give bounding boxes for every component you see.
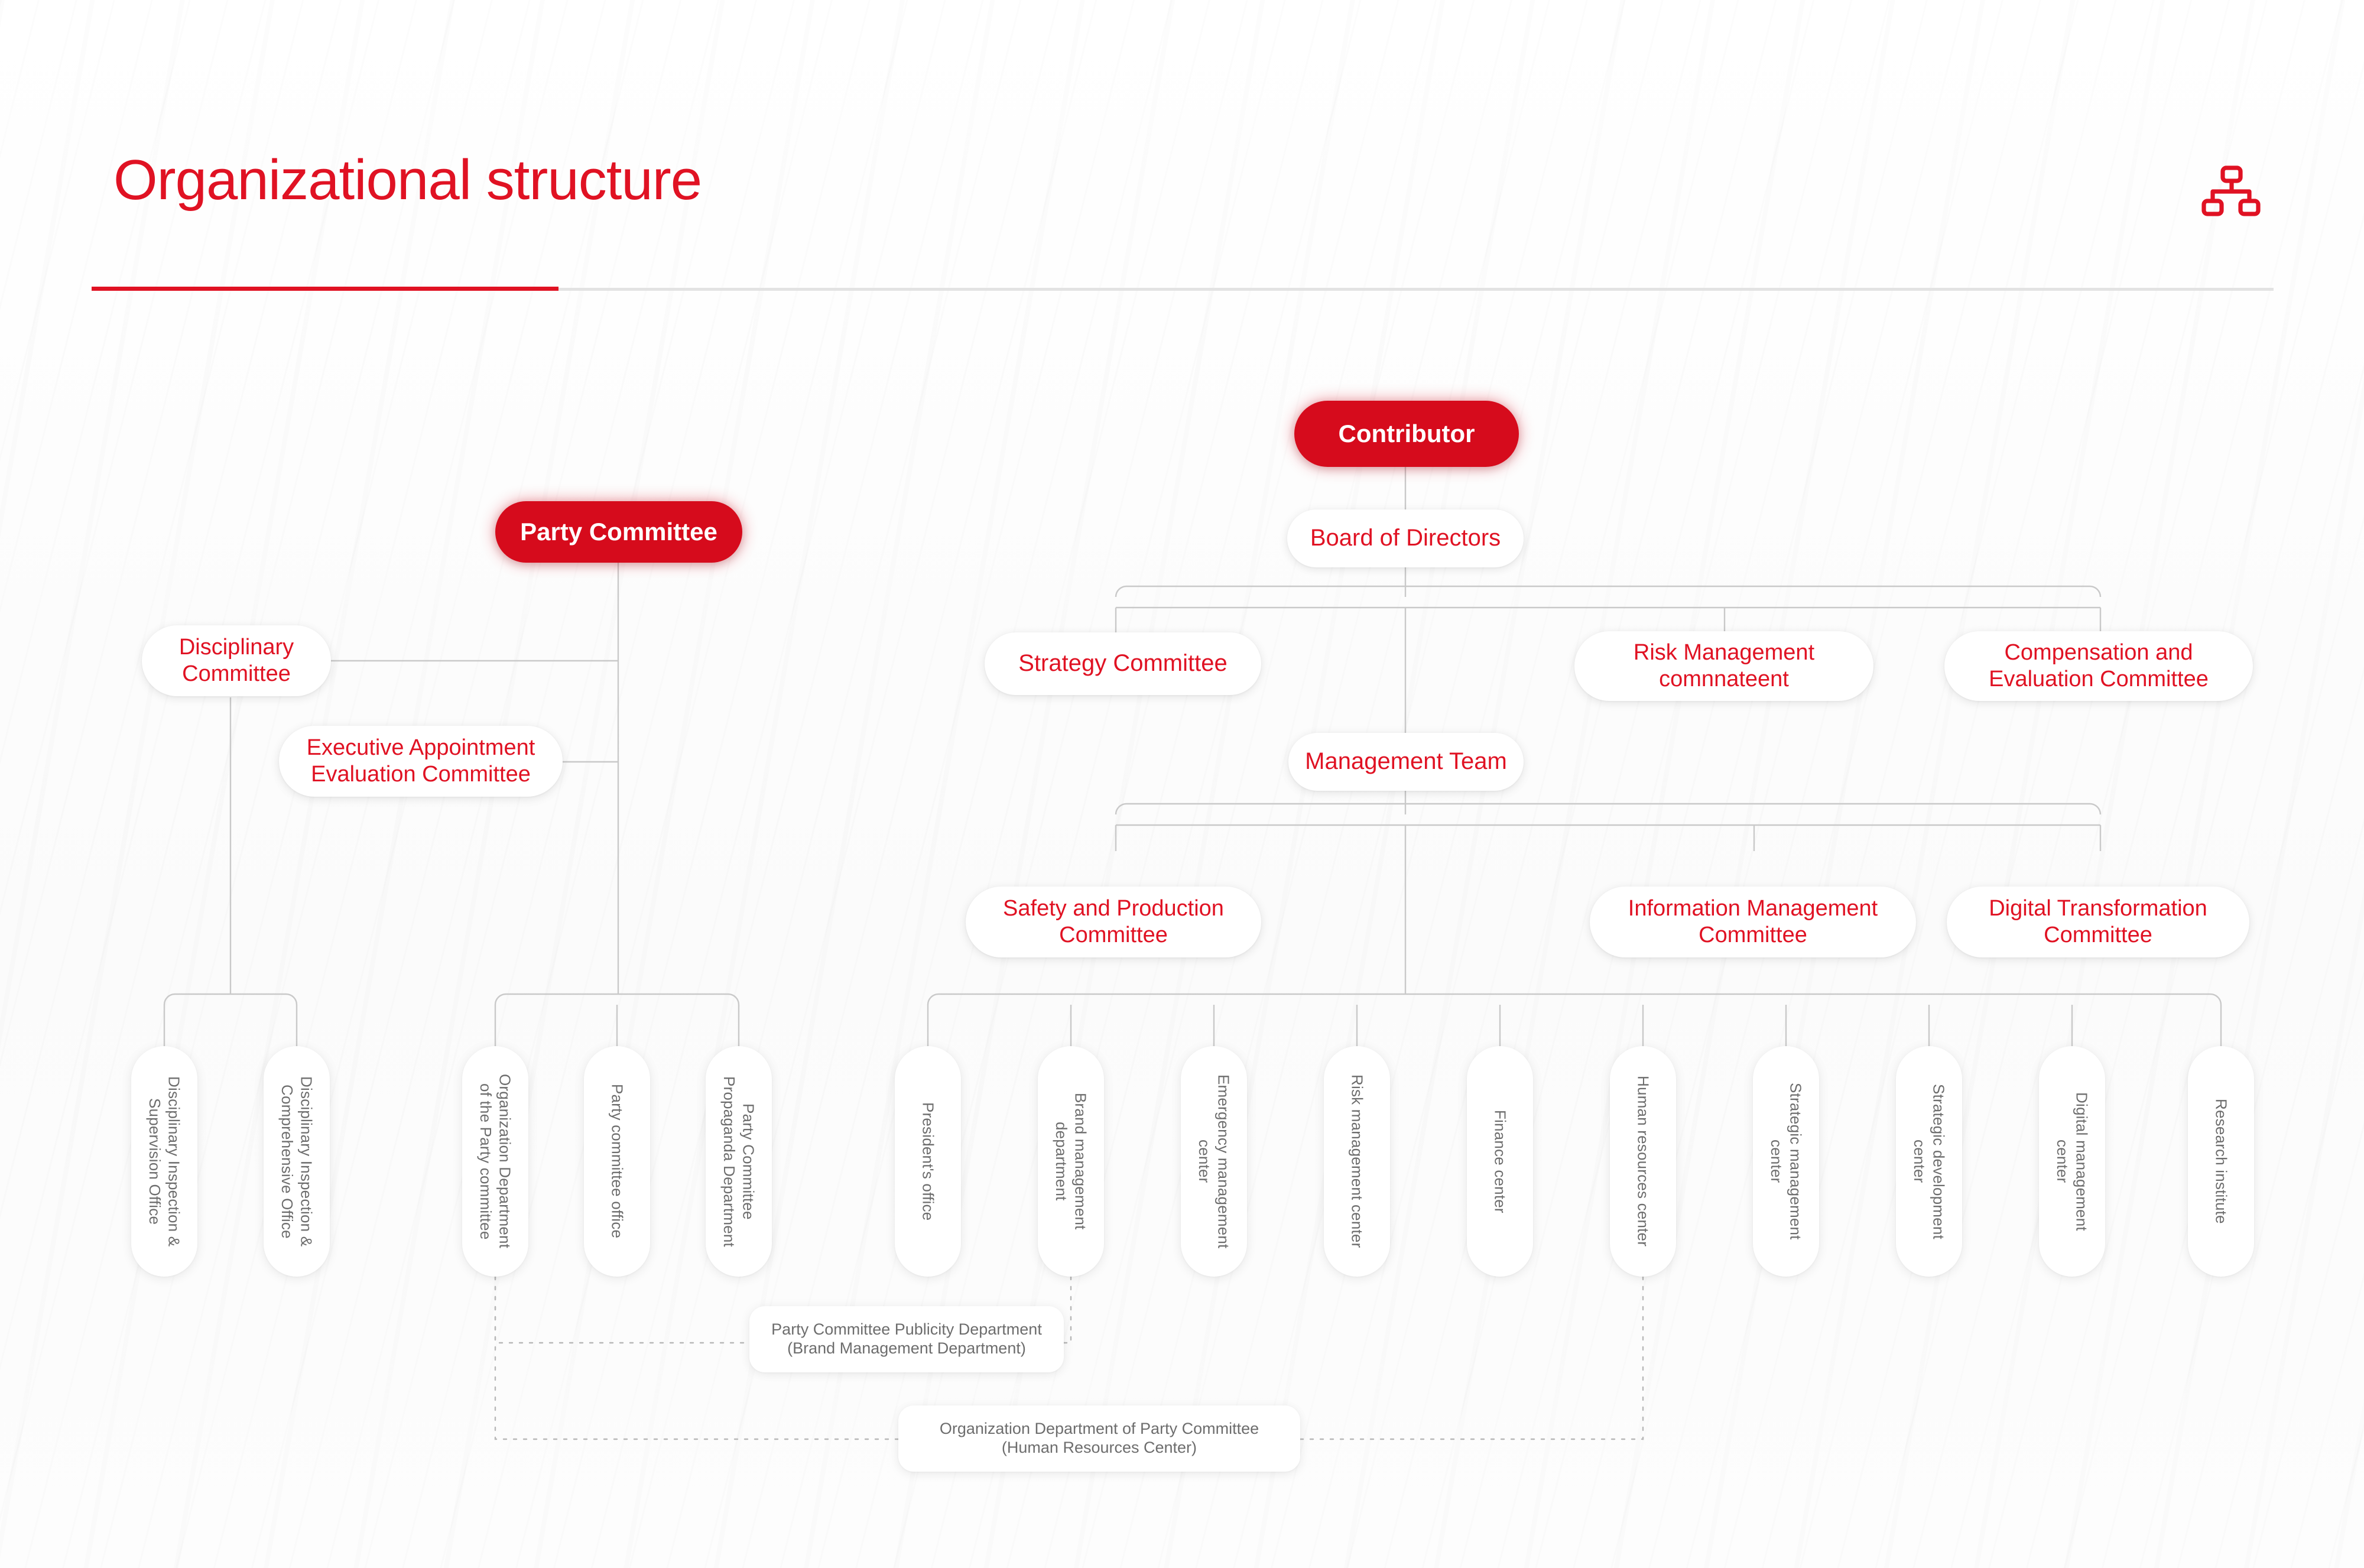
department-brand-management-department-label: Brand management department	[1053, 1093, 1090, 1230]
department-strategic-development-center-label: Strategic development center	[1911, 1083, 1948, 1239]
node-information-management-committee-label: Information Management Committee	[1628, 896, 1878, 947]
node-contributor-label: Contributor	[1338, 420, 1475, 448]
node-risk-management-committee-label: Risk Management comnnateent	[1633, 640, 1815, 692]
node-executive-appointment-committee-label: Executive Appointment Evaluation Committ…	[306, 735, 535, 787]
header-divider	[92, 288, 2274, 291]
department-research-institute[interactable]: Research institute	[2188, 1046, 2254, 1277]
department-presidents-office-label: President's office	[919, 1102, 937, 1221]
node-board-of-directors[interactable]: Board of Directors	[1287, 509, 1524, 567]
department-human-resources-center-label: Human resources center	[1634, 1076, 1652, 1247]
department-finance-center[interactable]: Finance center	[1467, 1046, 1533, 1277]
department-emergency-management-center[interactable]: Emergency management center	[1181, 1046, 1247, 1277]
note-party-committee-publicity-department[interactable]: Party Committee Publicity Department (Br…	[749, 1306, 1064, 1372]
department-digital-management-center[interactable]: Digital management center	[2039, 1046, 2105, 1277]
header-divider-accent	[92, 287, 558, 291]
node-digital-transformation-committee[interactable]: Digital Transformation Committee	[1947, 887, 2249, 957]
node-management-team[interactable]: Management Team	[1288, 733, 1524, 791]
node-risk-management-committee[interactable]: Risk Management comnnateent	[1574, 631, 1873, 701]
department-strategic-management-center-label: Strategic management center	[1768, 1083, 1805, 1240]
department-human-resources-center[interactable]: Human resources center	[1610, 1046, 1676, 1277]
department-presidents-office[interactable]: President's office	[895, 1046, 961, 1277]
department-brand-management-department[interactable]: Brand management department	[1038, 1046, 1104, 1277]
node-contributor[interactable]: Contributor	[1294, 401, 1519, 467]
note-party-committee-publicity-department-label: Party Committee Publicity Department (Br…	[771, 1320, 1042, 1357]
department-finance-center-label: Finance center	[1491, 1109, 1509, 1213]
department-strategic-development-center[interactable]: Strategic development center	[1896, 1046, 1962, 1277]
node-compensation-evaluation-committee[interactable]: Compensation and Evaluation Committee	[1944, 631, 2253, 701]
node-strategy-committee-label: Strategy Committee	[1018, 650, 1228, 677]
department-party-committee-office[interactable]: Party committee office	[584, 1046, 650, 1277]
node-party-committee[interactable]: Party Committee	[495, 501, 742, 563]
note-organization-department-hr-center-label: Organization Department of Party Committ…	[939, 1420, 1259, 1456]
department-party-committee-propaganda-department[interactable]: Party Committee Propaganda Department	[706, 1046, 772, 1277]
department-emergency-management-center-label: Emergency management center	[1196, 1074, 1233, 1249]
department-disciplinary-inspection-comprehensive-office[interactable]: Disciplinary Inspection & Comprehensive …	[264, 1046, 330, 1277]
department-organization-department-party-committee[interactable]: Organization Department of the Party com…	[462, 1046, 528, 1277]
node-compensation-evaluation-committee-label: Compensation and Evaluation Committee	[1989, 640, 2209, 692]
department-disciplinary-inspection-supervision-office[interactable]: Disciplinary Inspection & Supervision Of…	[131, 1046, 197, 1277]
node-party-committee-label: Party Committee	[520, 518, 717, 546]
department-risk-management-center[interactable]: Risk management center	[1324, 1046, 1390, 1277]
node-disciplinary-committee-label: Disciplinary Committee	[178, 635, 294, 686]
node-safety-production-committee[interactable]: Safety and Production Committee	[966, 887, 1261, 957]
department-strategic-management-center[interactable]: Strategic management center	[1753, 1046, 1819, 1277]
node-disciplinary-committee[interactable]: Disciplinary Committee	[142, 625, 331, 696]
node-strategy-committee[interactable]: Strategy Committee	[985, 632, 1261, 695]
node-board-of-directors-label: Board of Directors	[1310, 525, 1501, 551]
page-title: Organizational structure	[113, 148, 702, 212]
node-digital-transformation-committee-label: Digital Transformation Committee	[1989, 896, 2207, 947]
node-executive-appointment-committee[interactable]: Executive Appointment Evaluation Committ…	[279, 726, 563, 797]
department-risk-management-center-label: Risk management center	[1348, 1074, 1366, 1248]
department-research-institute-label: Research institute	[2212, 1099, 2230, 1224]
org-chart-icon	[2201, 165, 2261, 225]
department-disciplinary-inspection-comprehensive-office-label: Disciplinary Inspection & Comprehensive …	[278, 1076, 316, 1247]
node-safety-production-committee-label: Safety and Production Committee	[1003, 896, 1224, 947]
note-organization-department-hr-center[interactable]: Organization Department of Party Committ…	[898, 1405, 1300, 1472]
node-information-management-committee[interactable]: Information Management Committee	[1590, 887, 1916, 957]
department-disciplinary-inspection-supervision-office-label: Disciplinary Inspection & Supervision Of…	[146, 1076, 183, 1247]
department-digital-management-center-label: Digital management center	[2054, 1092, 2091, 1231]
node-management-team-label: Management Team	[1305, 748, 1507, 775]
department-organization-department-party-committee-label: Organization Department of the Party com…	[477, 1074, 514, 1249]
department-party-committee-office-label: Party committee office	[608, 1084, 626, 1239]
department-party-committee-propaganda-department-label: Party Committee Propaganda Department	[720, 1076, 758, 1247]
